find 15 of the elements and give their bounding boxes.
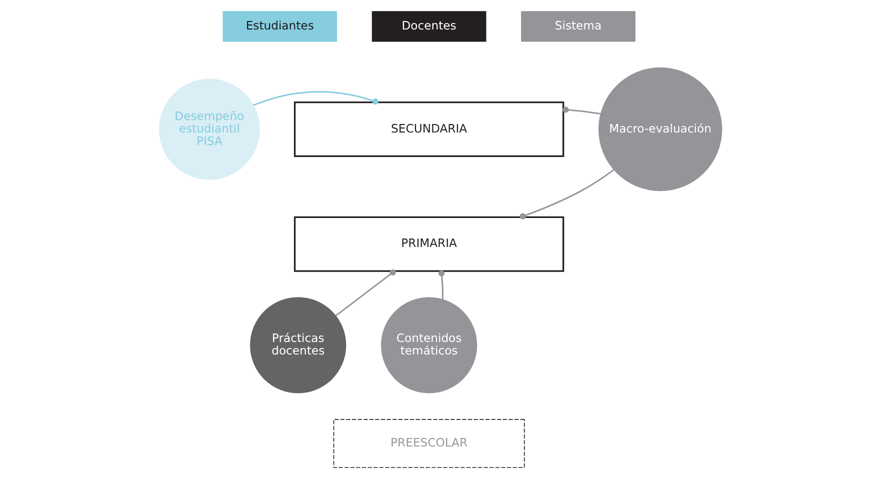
node-circle: Contenidos temáticos [380,297,478,394]
node-circle: Prácticas docentes [250,297,346,394]
connector [253,91,378,106]
node-box: SECUNDARIA [294,102,564,158]
connector [520,169,614,220]
node-box: PRIMARIA [294,216,564,272]
node-box: Docentes [372,11,486,42]
connector [438,270,445,300]
node-box: Sistema [521,11,636,42]
node-circle: Macro-evaluación [598,67,722,192]
node-box: PREESCOLAR [333,419,525,468]
node-box: Estudiantes [222,11,338,42]
connector [335,269,396,316]
connector [562,106,601,115]
node-circle: Desempeño estudiantil PISA [158,78,260,180]
